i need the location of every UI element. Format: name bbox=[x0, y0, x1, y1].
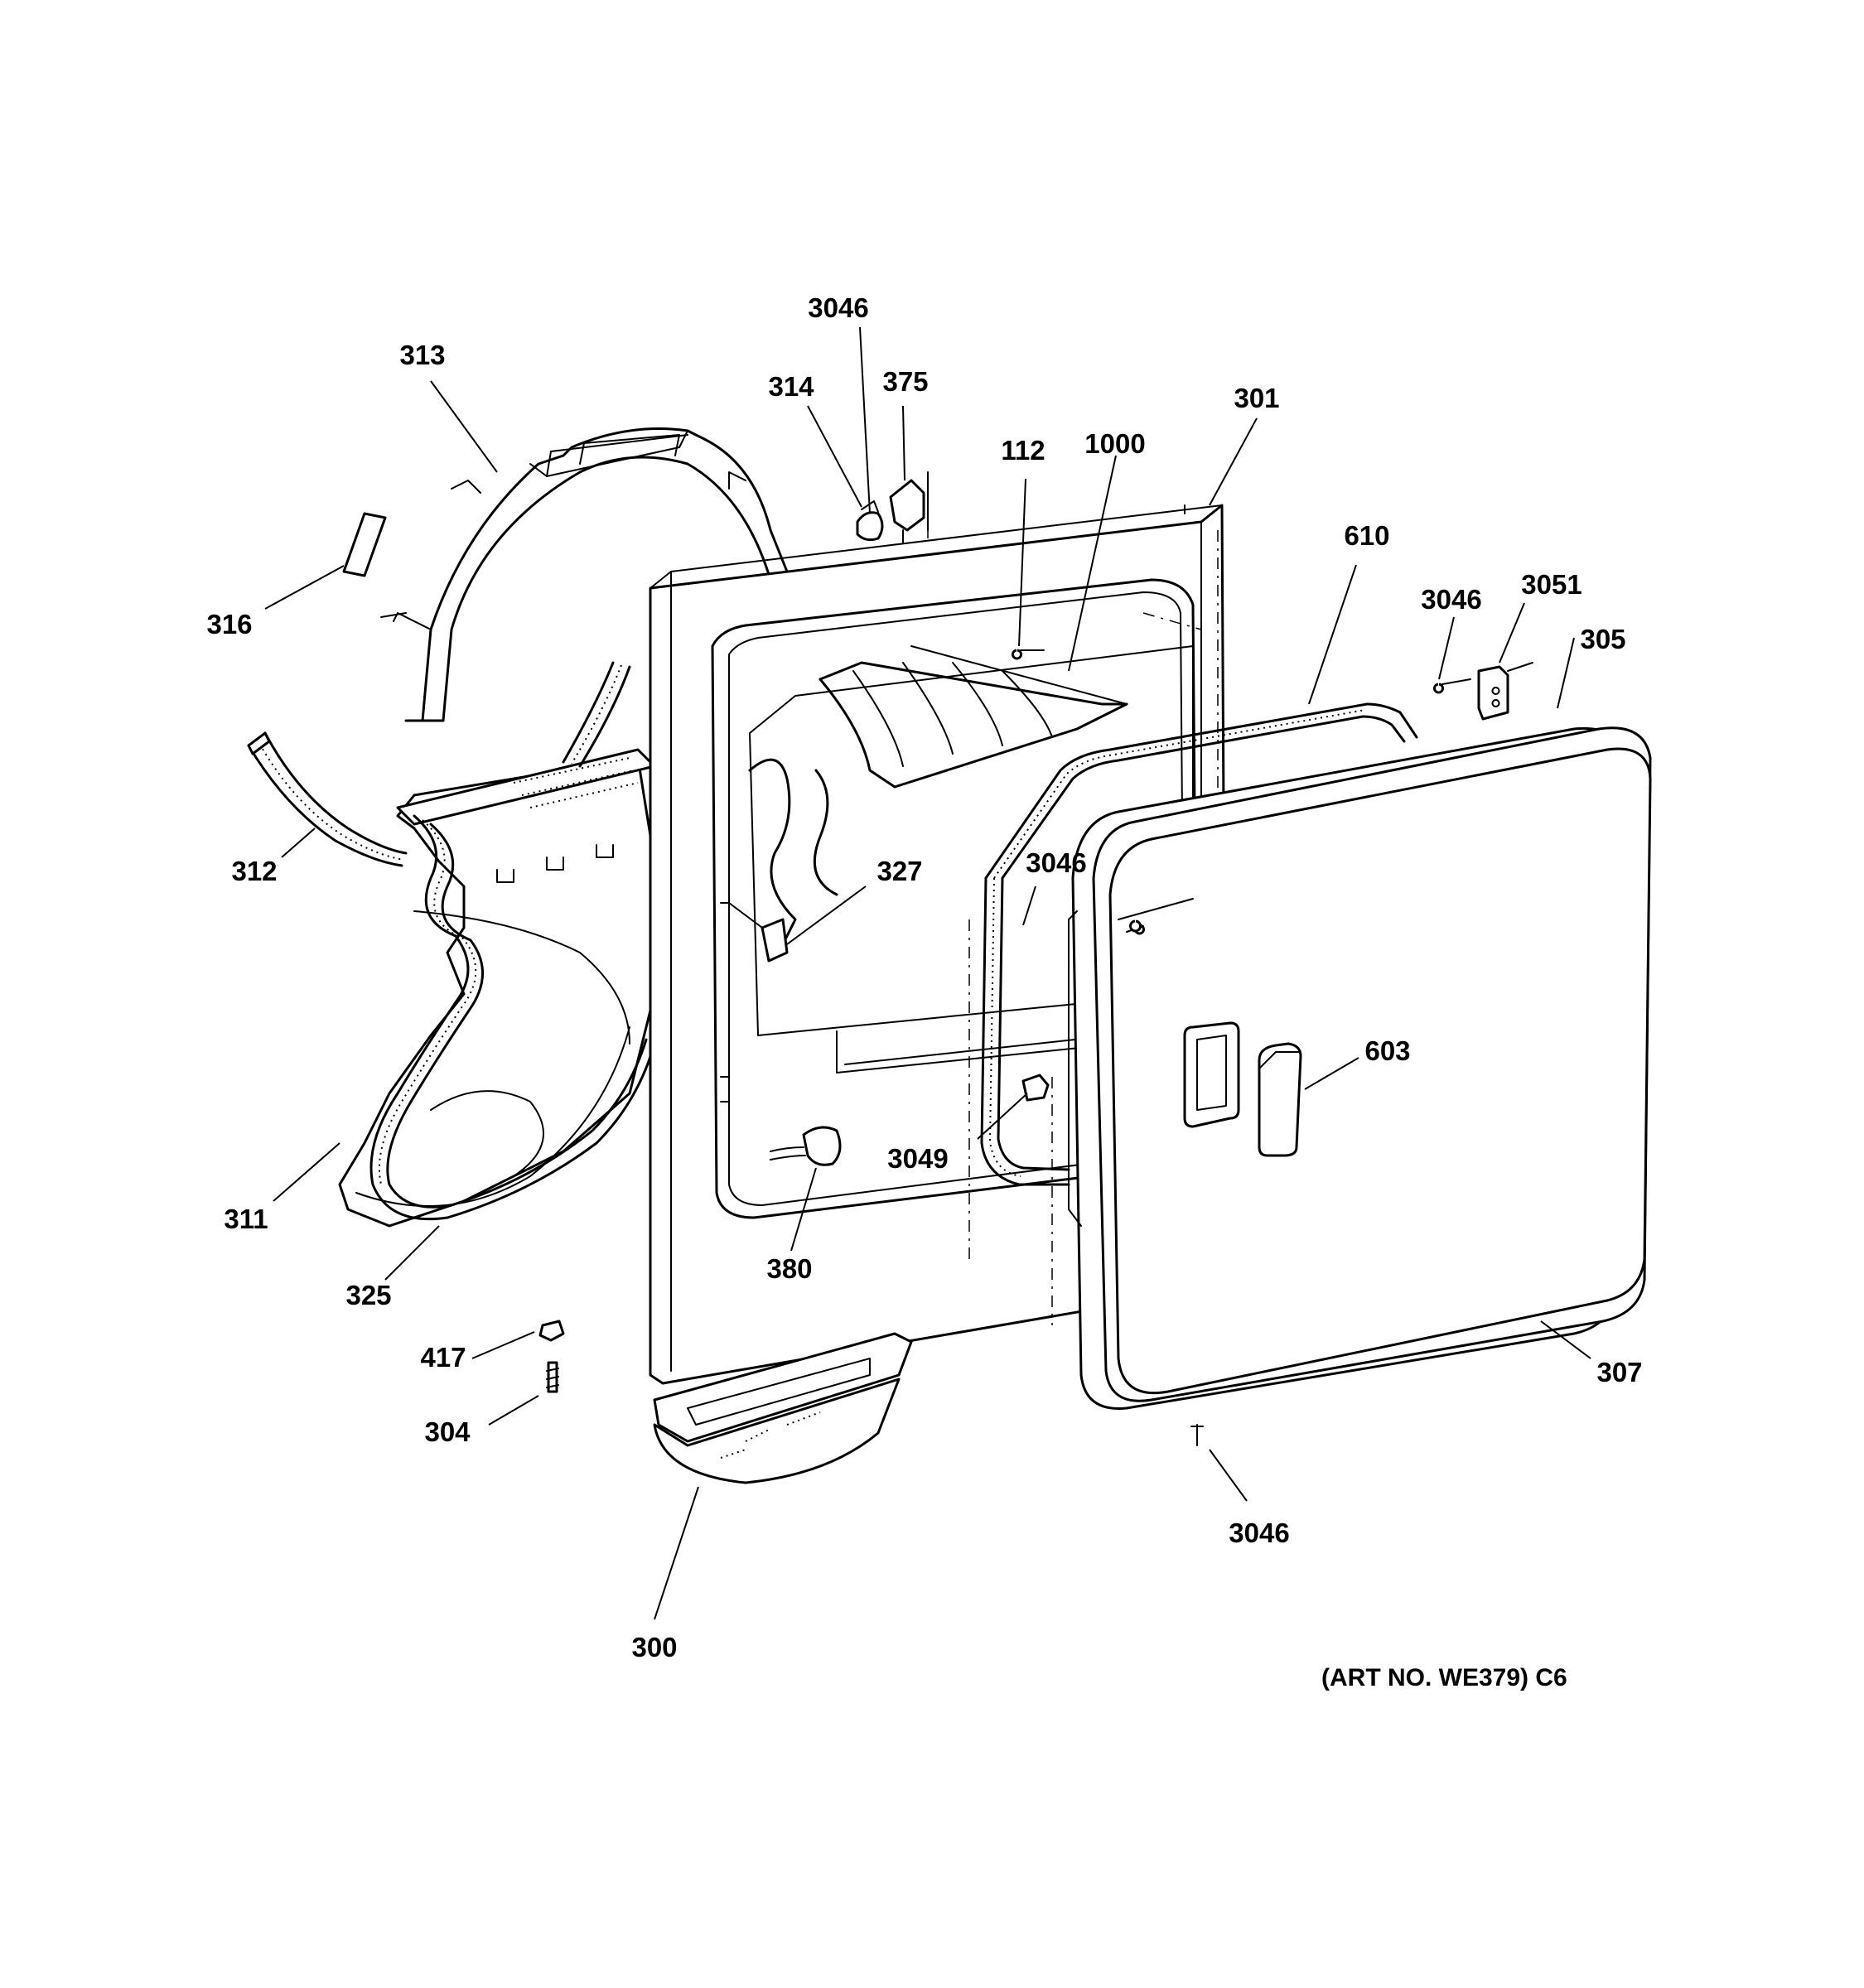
part-label-1000: 1000 bbox=[1084, 428, 1145, 459]
part-label-603: 603 bbox=[1364, 1035, 1410, 1066]
part-label-313: 313 bbox=[399, 340, 445, 370]
part-label-304: 304 bbox=[424, 1416, 471, 1447]
drum-front-duct-drawing bbox=[338, 748, 656, 1228]
leader-lines bbox=[264, 326, 1591, 1620]
part-label-325: 325 bbox=[345, 1280, 391, 1310]
fastener-hardware-drawing bbox=[538, 1320, 565, 1393]
part-label-300: 300 bbox=[631, 1632, 677, 1662]
bulkhead-ring-313-drawing bbox=[380, 427, 789, 722]
part-label-610: 610 bbox=[1344, 520, 1389, 551]
part-label-3051: 3051 bbox=[1521, 569, 1582, 600]
part-label-3046-hinge: 3046 bbox=[1421, 584, 1481, 615]
part-label-112: 112 bbox=[1001, 435, 1045, 466]
part-label-307: 307 bbox=[1596, 1357, 1642, 1387]
part-label-316: 316 bbox=[206, 609, 252, 639]
part-labels: 3046 313 314 375 301 112 1000 610 3046 3… bbox=[206, 292, 1642, 1691]
part-label-314: 314 bbox=[768, 371, 814, 402]
part-label-375: 375 bbox=[882, 366, 928, 397]
part-label-3046-top: 3046 bbox=[808, 292, 868, 323]
felt-seal-drawing bbox=[562, 661, 631, 768]
part-label-311: 311 bbox=[224, 1204, 268, 1234]
part-label-301: 301 bbox=[1234, 383, 1279, 413]
door-assembly-307-drawing bbox=[1012, 649, 1652, 1446]
pad-316-drawing bbox=[342, 512, 387, 577]
part-label-417: 417 bbox=[420, 1342, 466, 1373]
part-label-380: 380 bbox=[766, 1253, 812, 1284]
door-gasket-610-drawing bbox=[980, 702, 1418, 1186]
part-label-327: 327 bbox=[876, 856, 922, 886]
part-label-3046-door: 3046 bbox=[1026, 847, 1086, 878]
seal-312-drawing bbox=[247, 731, 408, 867]
art-number-caption: (ART NO. WE379) C6 bbox=[1321, 1664, 1567, 1691]
part-label-305: 305 bbox=[1580, 624, 1625, 654]
switch-bracket-drawing bbox=[856, 471, 929, 543]
part-label-312: 312 bbox=[231, 856, 277, 886]
lint-filter-300-drawing bbox=[653, 1332, 913, 1484]
part-label-3046-bottom: 3046 bbox=[1229, 1518, 1289, 1548]
part-label-3049: 3049 bbox=[887, 1143, 948, 1174]
